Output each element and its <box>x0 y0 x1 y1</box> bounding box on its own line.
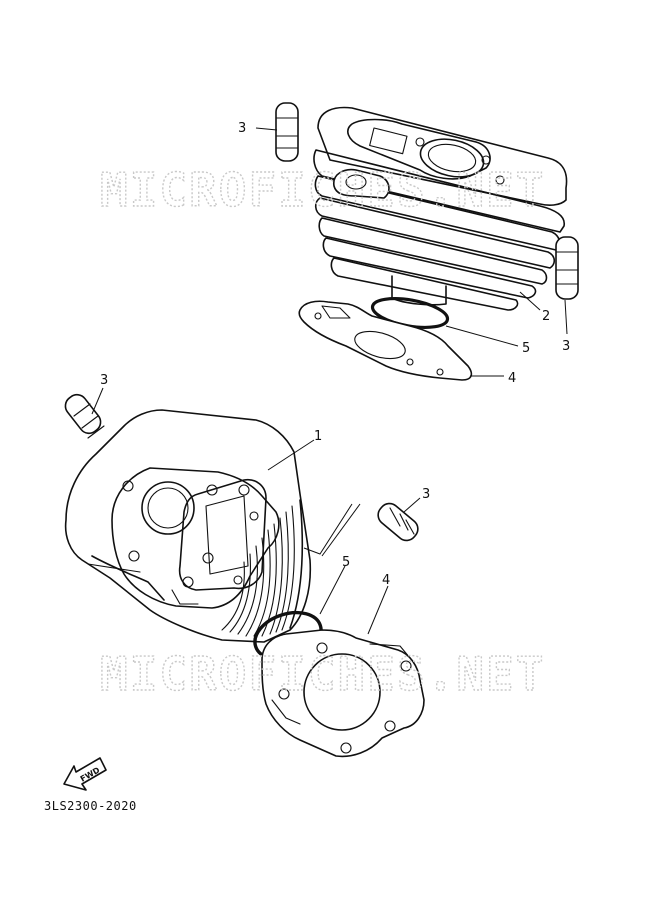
lower-dowel-pin-left <box>64 393 105 439</box>
callout-3-upper-left: 3 <box>238 121 246 136</box>
upper-gasket <box>298 300 473 381</box>
callout-1-lower-cylinder: 1 <box>314 429 322 444</box>
callout-5-lower-o-ring: 5 <box>342 555 350 570</box>
callout-4-upper-gasket: 4 <box>508 371 516 386</box>
lower-cylinder <box>64 409 312 643</box>
watermark-lower: MICROFICHES.NET <box>100 647 545 701</box>
upper-cylinder <box>313 106 568 311</box>
callout-5-upper-o-ring: 5 <box>522 341 530 356</box>
upper-dowel-pin-right <box>555 236 579 300</box>
upper-dowel-pin-left <box>275 102 299 162</box>
callout-3-lower-right: 3 <box>422 487 430 502</box>
callout-2-upper-cylinder: 2 <box>542 309 550 324</box>
callout-4-lower-gasket: 4 <box>382 573 390 588</box>
watermark-upper: MICROFICHES.NET <box>100 163 545 217</box>
lower-gasket <box>261 629 425 758</box>
forward-arrow-icon: FWD <box>63 757 107 791</box>
callout-3-upper-right: 3 <box>562 339 570 354</box>
lower-dowel-pin-right <box>377 502 419 542</box>
diagram-code: 3LS2300-2020 <box>44 799 137 813</box>
callout-3-lower-left: 3 <box>100 373 108 388</box>
